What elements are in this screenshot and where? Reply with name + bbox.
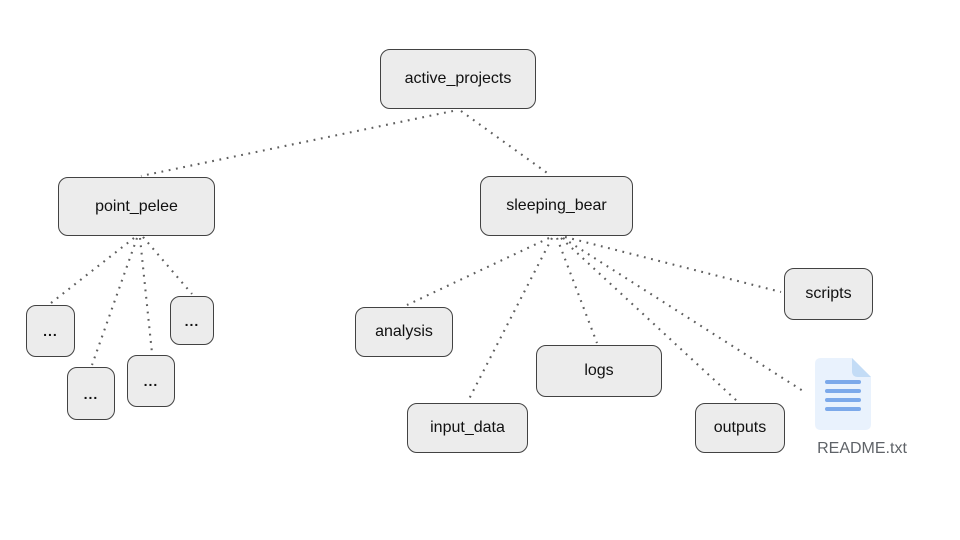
connector-sleeping-bear-outputs	[560, 237, 738, 402]
file-readme	[815, 358, 871, 430]
node-label: active_projects	[404, 70, 512, 87]
node-logs: logs	[536, 345, 662, 397]
node-label: point_pelee	[95, 197, 178, 215]
node-ellipsis-1: ...	[26, 305, 75, 357]
readme-caption: README.txt	[817, 440, 907, 457]
node-ellipsis-4: ...	[170, 296, 214, 345]
node-label: outputs	[713, 419, 767, 436]
node-ellipsis-2: ...	[67, 367, 115, 420]
connector-sleeping-bear-input-data	[467, 237, 553, 402]
node-label: sleeping_bear	[506, 197, 607, 214]
node-label: analysis	[375, 323, 433, 340]
node-label: ...	[83, 385, 99, 402]
node-point-pelee: point_pelee	[58, 177, 215, 236]
connector-active-projects-point-pelee	[140, 109, 454, 178]
connector-point-pelee-ellipsis-4	[142, 236, 193, 295]
node-label: scripts	[805, 285, 852, 302]
node-ellipsis-3: ...	[127, 355, 175, 407]
node-input-data: input_data	[407, 403, 528, 453]
node-label: logs	[584, 362, 614, 379]
node-label: ...	[143, 373, 159, 389]
connector-sleeping-bear-readme	[562, 237, 804, 392]
connector-sleeping-bear-scripts	[564, 235, 782, 294]
document-icon	[815, 358, 871, 430]
connector-point-pelee-ellipsis-1	[50, 237, 135, 304]
node-active-projects: active_projects	[380, 49, 536, 109]
node-outputs: outputs	[695, 403, 785, 453]
connector-point-pelee-ellipsis-3	[138, 237, 154, 354]
node-analysis: analysis	[355, 307, 453, 357]
connector-point-pelee-ellipsis-2	[91, 237, 138, 366]
connector-active-projects-sleeping-bear	[460, 110, 551, 176]
node-label: ...	[43, 323, 58, 339]
node-sleeping-bear: sleeping_bear	[480, 176, 633, 236]
node-label: input_data	[430, 419, 505, 436]
node-scripts: scripts	[784, 268, 873, 320]
connector-sleeping-bear-analysis	[406, 237, 550, 306]
node-label: ...	[184, 312, 200, 329]
